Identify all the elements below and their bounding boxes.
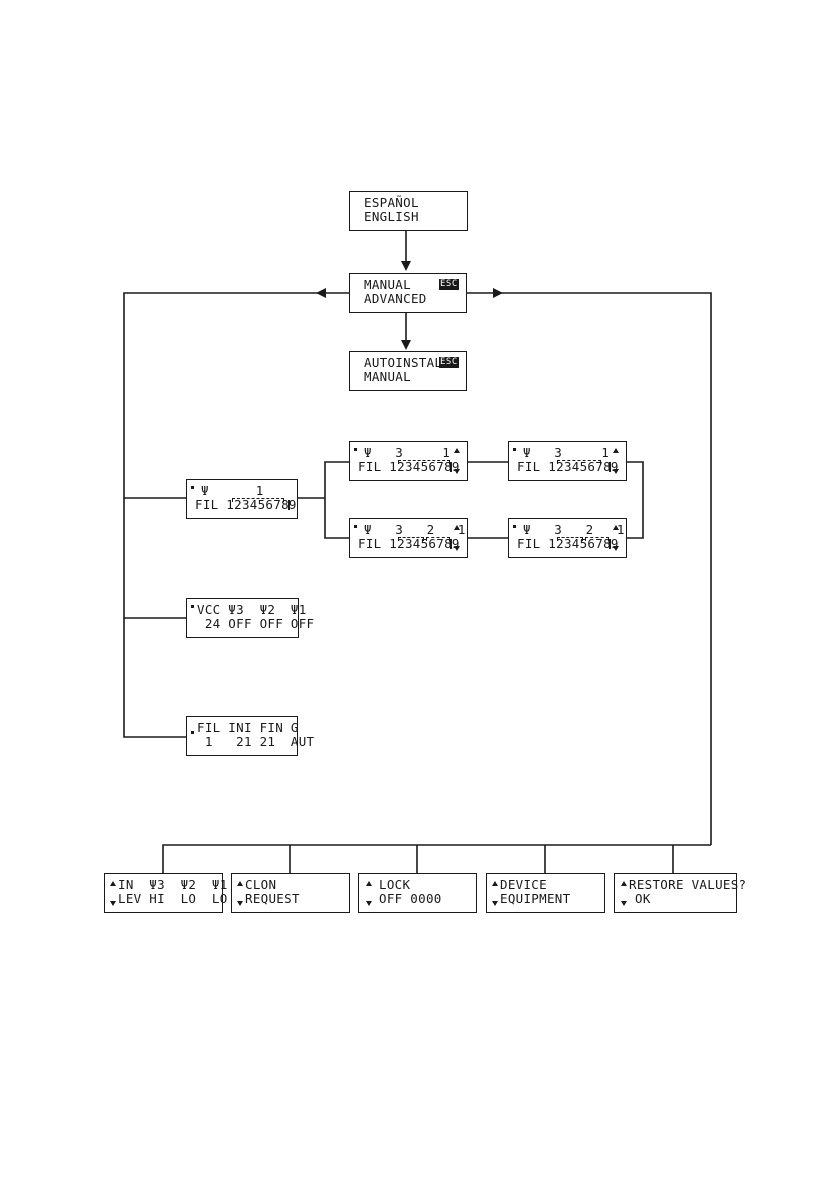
filter-band-screen-b[interactable]: Ψ 3 1 FIL 123456789 — [508, 441, 627, 481]
filter-range-bracket — [232, 498, 284, 502]
filter-range-bracket — [557, 460, 601, 464]
clon-line-1: CLON — [245, 877, 277, 892]
device-line-1: DEVICE — [500, 877, 547, 892]
filter-band-line-2: FIL 123456789 — [517, 459, 619, 474]
cursor-dot — [513, 525, 516, 528]
fil-ini-values-line: 1 21 21 AUT — [197, 734, 315, 749]
esc-badge: ESC — [439, 357, 459, 368]
language-option-1[interactable]: ESPAÑOL — [364, 195, 419, 210]
filter-band-line-1: Ψ 3 1 — [523, 445, 610, 460]
language-screen[interactable]: ESPAÑOL ENGLISH — [349, 191, 468, 231]
connector-band-right — [627, 461, 644, 539]
mode-option-manual[interactable]: MANUAL — [364, 277, 411, 292]
clon-line-2: REQUEST — [245, 891, 300, 906]
mode-option-advanced[interactable]: ADVANCED — [364, 291, 427, 306]
lock-line-1: LOCK — [379, 877, 411, 892]
scroll-up-icon[interactable] — [613, 448, 619, 453]
restore-line-2: OK — [635, 891, 651, 906]
vcc-screen[interactable]: VCC Ψ3 Ψ2 Ψ1 24 OFF OFF OFF — [186, 598, 314, 638]
install-option-manual[interactable]: MANUAL — [364, 369, 411, 384]
filter-cursor-bar — [609, 462, 611, 472]
scroll-up-icon[interactable] — [110, 881, 116, 886]
cursor-dot — [354, 525, 357, 528]
cursor-dot — [191, 605, 194, 608]
scroll-up-icon[interactable] — [366, 881, 372, 886]
scroll-up-icon[interactable] — [454, 448, 460, 453]
level-screen[interactable]: IN Ψ3 Ψ2 Ψ1 LEV HI LO LO — [104, 873, 227, 913]
filter-cursor-bar — [450, 462, 452, 472]
restore-line-1: RESTORE VALUES? — [629, 877, 747, 892]
filter-band-line-1: Ψ 3 2 1 — [364, 522, 466, 537]
connector-bottom-bus — [162, 844, 711, 873]
scroll-down-icon[interactable] — [366, 901, 372, 906]
filter-band-line-2: FIL 123456789 — [358, 459, 460, 474]
fil-ini-screen[interactable]: FIL INI FIN G 1 21 21 AUT — [186, 716, 314, 756]
filter-range-bracket — [398, 537, 424, 541]
filter-range-bracket — [585, 537, 609, 541]
scroll-down-icon[interactable] — [454, 469, 460, 474]
filter-cursor-bar — [609, 539, 611, 549]
filter-band-line-1: Ψ 3 2 1 — [523, 522, 625, 537]
scroll-down-icon[interactable] — [237, 901, 243, 906]
scroll-down-icon[interactable] — [613, 469, 619, 474]
cursor-dot — [191, 486, 194, 489]
scroll-down-icon[interactable] — [621, 901, 627, 906]
arrow-left-mode — [316, 288, 326, 298]
connector-left-bus — [123, 292, 349, 738]
filter-band-line-1: Ψ 3 1 — [364, 445, 451, 460]
cursor-dot — [513, 448, 516, 451]
filter-band-screen-c[interactable]: Ψ 3 2 1 FIL 123456789 — [349, 518, 468, 558]
arrow-down-mode — [401, 261, 411, 271]
scroll-up-icon[interactable] — [237, 881, 243, 886]
filter-band-screen-d[interactable]: Ψ 3 2 1 FIL 123456789 — [508, 518, 627, 558]
arrow-right-mode — [493, 288, 503, 298]
scroll-down-icon[interactable] — [613, 546, 619, 551]
arrow-down-install — [401, 340, 411, 350]
scroll-down-icon[interactable] — [110, 901, 116, 906]
filter-line-1: Ψ 1 — [201, 483, 264, 498]
lock-screen[interactable]: LOCK OFF 0000 — [358, 873, 477, 913]
install-option-auto[interactable]: AUTOINSTALL — [364, 355, 451, 370]
level-header-line: IN Ψ3 Ψ2 Ψ1 — [118, 877, 228, 892]
filter-screen[interactable]: Ψ 1 FIL 123456789 — [186, 479, 298, 519]
filter-range-bracket — [557, 537, 583, 541]
device-line-2: EQUIPMENT — [500, 891, 571, 906]
language-option-2[interactable]: ENGLISH — [364, 209, 419, 224]
restore-screen[interactable]: RESTORE VALUES? OK — [614, 873, 746, 913]
filter-cursor-bar — [288, 500, 290, 510]
mode-screen[interactable]: MANUAL ESC ADVANCED — [349, 273, 467, 313]
filter-cursor-bar — [450, 539, 452, 549]
scroll-down-icon[interactable] — [454, 546, 460, 551]
scroll-up-icon[interactable] — [613, 525, 619, 530]
device-screen[interactable]: DEVICE EQUIPMENT — [486, 873, 605, 913]
vcc-header-line: VCC Ψ3 Ψ2 Ψ1 — [197, 602, 307, 617]
filter-band-screen-a[interactable]: Ψ 3 1 FIL 123456789 — [349, 441, 468, 481]
filter-band-line-2: FIL 123456789 — [358, 536, 460, 551]
fil-ini-header-line: FIL INI FIN G — [197, 720, 299, 735]
scroll-up-icon[interactable] — [492, 881, 498, 886]
connector-filter-branch — [324, 461, 349, 539]
connector-right-bus — [467, 292, 712, 845]
level-values-line: LEV HI LO LO — [118, 891, 228, 906]
scroll-up-icon[interactable] — [621, 881, 627, 886]
cursor-dot — [191, 731, 194, 734]
clon-screen[interactable]: CLON REQUEST — [231, 873, 350, 913]
esc-badge: ESC — [439, 279, 459, 290]
install-screen[interactable]: AUTOINSTALL ESC MANUAL — [349, 351, 467, 391]
filter-range-bracket — [426, 537, 450, 541]
lock-line-2: OFF 0000 — [379, 891, 442, 906]
filter-band-line-2: FIL 123456789 — [517, 536, 619, 551]
vcc-values-line: 24 OFF OFF OFF — [197, 616, 315, 631]
scroll-up-icon[interactable] — [454, 525, 460, 530]
scroll-down-icon[interactable] — [492, 901, 498, 906]
cursor-dot — [354, 448, 357, 451]
filter-range-bracket — [398, 460, 450, 464]
filter-line-2: FIL 123456789 — [195, 497, 297, 512]
